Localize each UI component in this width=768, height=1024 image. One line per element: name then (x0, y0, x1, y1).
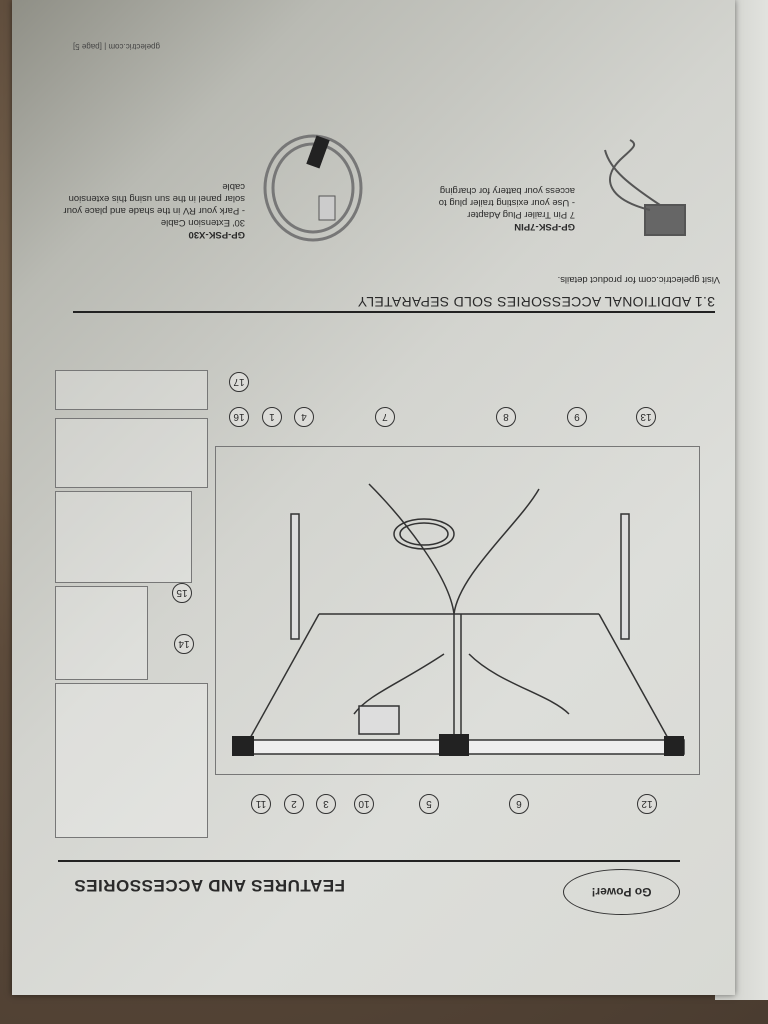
accessory-box-16 (55, 418, 208, 488)
callout-6: 6 (509, 794, 529, 814)
callout-15: 15 (172, 583, 192, 603)
callout-17: 17 (229, 372, 249, 392)
callout-2: 2 (284, 794, 304, 814)
callout-4: 4 (294, 407, 314, 427)
manual-page: Go Power! FEATURES AND ACCESSORIES 12 6 … (12, 0, 735, 995)
callout-7: 7 (375, 407, 395, 427)
callout-12: 12 (637, 794, 657, 814)
accessory-box-11 (55, 683, 208, 838)
accessory-x30: GP-PSK-X30 30' Extension Cable - Park yo… (55, 180, 245, 240)
callout-8: 8 (496, 407, 516, 427)
accessory-box-17 (55, 370, 208, 410)
kit-diagram (215, 446, 700, 775)
page-footer: gpelectric.com | [page 5] (72, 42, 160, 51)
accessory-description: - Park your RV in the shade and place yo… (63, 181, 245, 216)
callout-3: 3 (316, 794, 336, 814)
section-heading: 3.1 ADDITIONAL ACCESSORIES SOLD SEPARATE… (357, 294, 715, 310)
extension-cable-image (260, 130, 365, 245)
accessory-description: - Use your existing trailer plug to acce… (438, 185, 575, 208)
accessory-name: 7 Pin Trailer Plug Adapter (467, 209, 575, 220)
callout-5: 5 (419, 794, 439, 814)
solar-stand-illustration (232, 483, 685, 756)
callout-13: 13 (636, 407, 656, 427)
callout-16: 16 (229, 407, 249, 427)
callout-9: 9 (567, 407, 587, 427)
callout-1: 1 (262, 407, 282, 427)
accessory-box-15 (55, 491, 192, 583)
callout-11: 11 (251, 794, 271, 814)
divider (58, 860, 680, 862)
accessory-name: 30' Extension Cable (160, 217, 245, 228)
logo-text: Go Power! (591, 885, 652, 899)
accessory-code: GP-PSK-7PIN (514, 221, 575, 232)
section-divider (73, 311, 715, 313)
callout-10: 10 (354, 794, 374, 814)
trailer-adapter-image (590, 135, 690, 240)
accessory-box-14 (55, 586, 148, 680)
page-title: FEATURES AND ACCESSORIES (73, 876, 345, 895)
visit-note: Visit gpelectric.com for product details… (557, 274, 720, 285)
go-power-logo: Go Power! (563, 869, 680, 915)
callout-14: 14 (174, 634, 194, 654)
accessory-7pin: GP-PSK-7PIN 7 Pin Trailer Plug Adapter -… (415, 184, 575, 232)
accessory-code: GP-PSK-X30 (188, 229, 246, 240)
